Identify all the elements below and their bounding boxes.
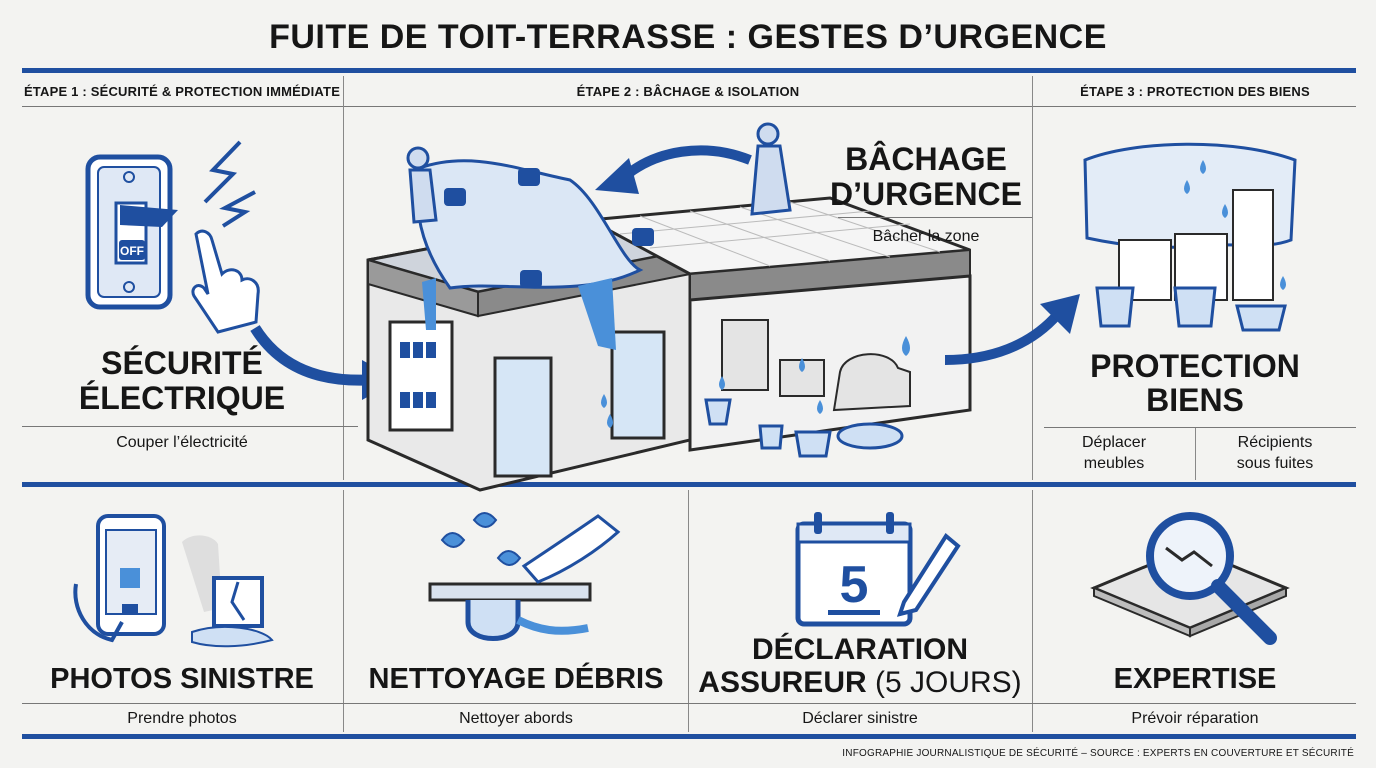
protection-title-l1: PROTECTION — [1090, 348, 1300, 384]
divider — [1032, 76, 1033, 480]
pointing-hand-icon — [191, 229, 260, 334]
bottom-rule — [22, 734, 1356, 739]
expertise-caption: Prévoir réparation — [1131, 710, 1259, 727]
securite-title-l2: ÉLECTRIQUE — [78, 380, 286, 416]
protection-caption-left-l1: Déplacer — [1081, 434, 1147, 451]
magnifier-icon — [1090, 512, 1290, 645]
divider — [343, 490, 344, 732]
nettoyage-title: NETTOYAGE DÉBRIS — [368, 663, 664, 695]
footer-source: INFOGRAPHIE JOURNALISTIQUE DE SÉCURITÉ –… — [842, 748, 1354, 759]
light-switch-icon: OFF — [85, 154, 178, 310]
lightning-icon — [203, 140, 256, 228]
photos-caption: Prendre photos — [127, 710, 237, 727]
step2-label: ÉTAPE 2 : BÂCHAGE & ISOLATION — [576, 84, 800, 99]
gutter-cleaning-icon — [428, 512, 621, 641]
protection-title-l2: BIENS — [1146, 382, 1244, 418]
step-header-rule — [22, 106, 1356, 107]
divider — [343, 76, 344, 480]
divider — [1195, 428, 1196, 480]
covered-furniture-icon — [1083, 142, 1297, 332]
securite-title-l1: SÉCURITÉ — [101, 345, 263, 381]
middle-rule — [22, 482, 1356, 487]
securite-caption: Couper l’électricité — [116, 434, 248, 451]
calendar-icon: 5 — [795, 512, 961, 627]
bachage-caption: Bâcher la zone — [872, 228, 980, 245]
phone-camera-icon — [73, 514, 274, 648]
step3-label: ÉTAPE 3 : PROTECTION DES BIENS — [1080, 84, 1310, 99]
nettoyage-caption: Nettoyer abords — [459, 710, 573, 727]
bottom-caption-rule — [22, 703, 1356, 704]
protection-caption-right-l1: Récipients — [1237, 434, 1313, 451]
switch-label: OFF — [120, 244, 144, 258]
bachage-caption-rule — [838, 217, 1032, 218]
bachage-title-l1: BÂCHAGE — [845, 141, 1007, 177]
declaration-title-l2-light: (5 JOURS) — [875, 666, 1022, 699]
declaration-title-l1: DÉCLARATION — [751, 633, 969, 666]
expertise-title: EXPERTISE — [1113, 663, 1277, 695]
curved-arrow-icon — [595, 145, 752, 194]
protection-caption-right-l2: sous fuites — [1236, 455, 1314, 472]
declaration-caption: Déclarer sinistre — [802, 710, 918, 727]
calendar-number: 5 — [840, 556, 869, 614]
arrow-icon — [944, 294, 1080, 365]
declaration-title-l2: ASSUREUR (5 JOURS) — [688, 665, 1032, 700]
photos-title: PHOTOS SINISTRE — [50, 663, 314, 695]
declaration-title-l2-bold: ASSUREUR — [698, 666, 867, 699]
protection-caption-rule — [1044, 427, 1356, 428]
divider — [1032, 490, 1033, 732]
divider — [688, 490, 689, 732]
page-title: FUITE DE TOIT-TERRASSE : GESTES D’URGENC… — [269, 18, 1107, 56]
step1-label: ÉTAPE 1 : SÉCURITÉ & PROTECTION IMMÉDIAT… — [23, 84, 341, 99]
securite-caption-rule — [22, 426, 358, 427]
protection-caption-left-l2: meubles — [1083, 455, 1145, 472]
bachage-title-l2: D’URGENCE — [829, 176, 1022, 212]
top-rule — [22, 68, 1356, 73]
